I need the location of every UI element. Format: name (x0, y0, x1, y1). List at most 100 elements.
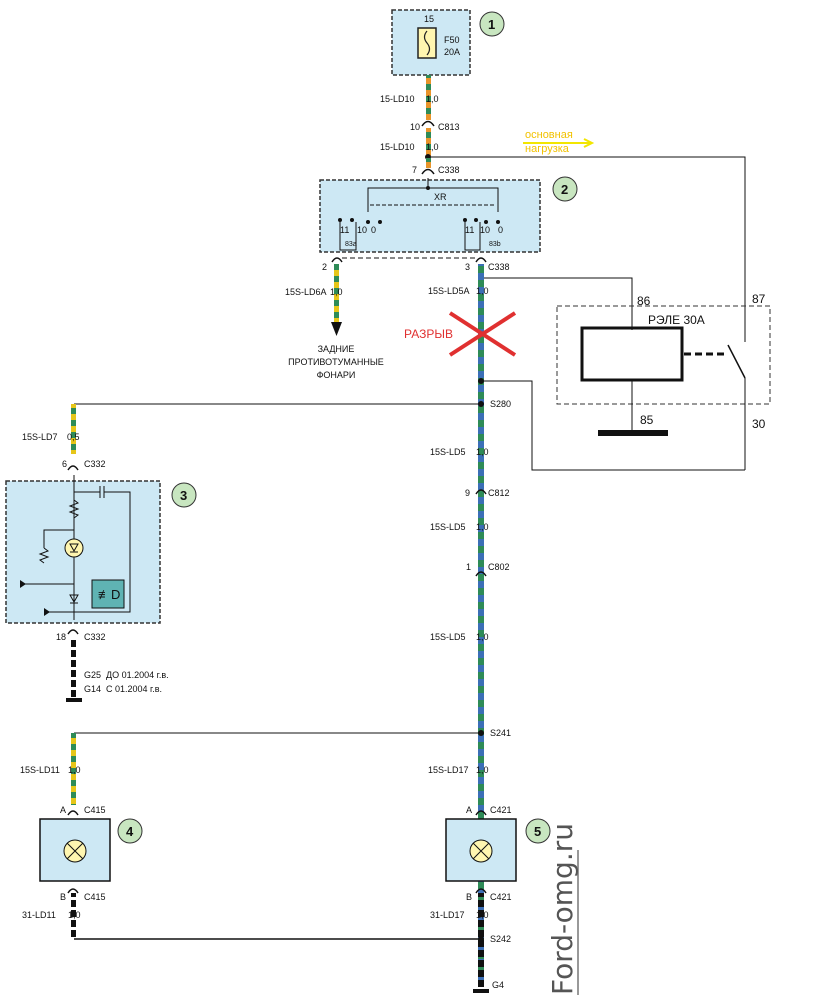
svg-text:1,0: 1,0 (68, 765, 81, 775)
fuse-rating: 20A (444, 47, 460, 57)
svg-text:15S-LD17: 15S-LD17 (428, 765, 469, 775)
svg-text:1,0: 1,0 (68, 910, 81, 920)
relay-30a: 86 87 85 30 РЭЛЕ 30А (484, 292, 771, 471)
svg-text:G25: G25 (84, 670, 101, 680)
fuse-name: F50 (444, 35, 460, 45)
svg-text:1,0: 1,0 (476, 522, 489, 532)
svg-text:G4: G4 (492, 980, 504, 990)
component-badge-1: 1 (479, 11, 505, 37)
connector-c421b (475, 888, 487, 894)
wire-31-ld11 (71, 893, 76, 939)
connector-c813 (421, 120, 435, 127)
svg-text:ФОНАРИ: ФОНАРИ (317, 370, 356, 380)
svg-text:A: A (60, 805, 66, 815)
svg-text:1: 1 (466, 562, 471, 572)
relay-ground-bar (598, 430, 668, 436)
svg-text:2: 2 (561, 182, 568, 197)
svg-text:3: 3 (180, 488, 187, 503)
svg-text:11: 11 (465, 225, 474, 235)
svg-text:S242: S242 (490, 934, 511, 944)
svg-text:30: 30 (752, 417, 766, 431)
fog-indicator-icon (91, 579, 125, 609)
connector-c332-top (67, 465, 79, 471)
fog-indicator-module: ≢D (5, 475, 161, 624)
svg-text:0: 0 (498, 225, 503, 235)
svg-text:1,0: 1,0 (476, 632, 489, 642)
svg-text:1,0: 1,0 (476, 910, 489, 920)
svg-text:2: 2 (322, 262, 327, 272)
svg-text:C813: C813 (438, 122, 460, 132)
svg-text:83a: 83a (345, 241, 357, 248)
svg-text:15S-LD11: 15S-LD11 (20, 765, 60, 775)
svg-text:A: A (466, 805, 472, 815)
connector-c812 (475, 489, 487, 495)
connector-c338-top (421, 168, 435, 175)
svg-text:1,0: 1,0 (426, 94, 439, 104)
svg-text:1,0: 1,0 (330, 287, 343, 297)
rear-fog-arrow (331, 322, 342, 336)
svg-text:87: 87 (752, 292, 766, 306)
svg-text:15S-LD6A: 15S-LD6A (285, 287, 327, 297)
right-fog-lamp (445, 818, 517, 882)
break-mark (448, 311, 517, 357)
svg-text:15S-LD5: 15S-LD5 (430, 522, 466, 532)
svg-text:15S-LD5: 15S-LD5 (430, 447, 466, 457)
svg-text:1,0: 1,0 (476, 447, 489, 457)
svg-text:18: 18 (56, 632, 66, 642)
wire-15s-ld6a (334, 264, 339, 324)
svg-text:C415: C415 (84, 805, 106, 815)
svg-text:15-LD10: 15-LD10 (380, 142, 415, 152)
splice-s280 (478, 401, 484, 407)
wire-ground-c332 (71, 640, 76, 698)
svg-text:15S-LD5: 15S-LD5 (430, 632, 466, 642)
connector-c332-bot (67, 629, 79, 635)
svg-text:нагрузка: нагрузка (525, 143, 570, 155)
svg-text:1: 1 (488, 17, 495, 32)
svg-text:C421: C421 (490, 805, 512, 815)
fog-symbol-icon: ≢D (98, 587, 120, 602)
svg-text:86: 86 (637, 294, 651, 308)
fuse-number: 15 (424, 14, 434, 24)
svg-text:3: 3 (465, 262, 470, 272)
svg-text:15S-LD5A: 15S-LD5A (428, 286, 470, 296)
svg-text:4: 4 (126, 824, 134, 839)
wire-15-ld10-bot (426, 128, 431, 156)
connector-c415a (67, 810, 79, 816)
svg-text:15S-LD7: 15S-LD7 (22, 432, 58, 442)
component-badge-3: 3 (171, 482, 197, 508)
svg-text:B: B (60, 892, 66, 902)
fuse-box: 15 F50 20A (391, 9, 471, 76)
component-badge-2: 2 (552, 176, 578, 202)
svg-text:6: 6 (62, 459, 67, 469)
svg-text:11: 11 (340, 225, 349, 235)
svg-text:1,0: 1,0 (476, 765, 489, 775)
watermark: Ford-omg.ru (546, 823, 579, 995)
component-badge-4: 4 (117, 818, 143, 844)
wire-main-trunk (478, 264, 484, 982)
splice-s242 (478, 936, 484, 942)
svg-text:5: 5 (534, 824, 541, 839)
svg-text:C332: C332 (84, 459, 106, 469)
ground-symbol (66, 698, 82, 702)
ground-g4 (473, 989, 489, 993)
svg-text:S241: S241 (490, 728, 511, 738)
svg-text:C812: C812 (488, 488, 510, 498)
svg-text:9: 9 (465, 488, 470, 498)
splice-s241 (478, 730, 484, 736)
connector-c421a (475, 810, 487, 816)
connector-c338-right (475, 257, 487, 263)
svg-text:C338: C338 (438, 165, 460, 175)
svg-text:XR: XR (434, 192, 447, 202)
svg-text:0,5: 0,5 (67, 432, 80, 442)
wire-main-load (428, 156, 746, 330)
svg-text:83b: 83b (489, 241, 501, 248)
svg-text:1,0: 1,0 (426, 142, 439, 152)
svg-text:10: 10 (357, 225, 367, 235)
svg-text:85: 85 (640, 413, 654, 427)
svg-text:0: 0 (371, 225, 376, 235)
svg-text:C421: C421 (490, 892, 512, 902)
svg-text:31-LD17: 31-LD17 (430, 910, 465, 920)
svg-text:S280: S280 (490, 399, 511, 409)
svg-text:ДО 01.2004 г.в.: ДО 01.2004 г.в. (106, 670, 169, 680)
